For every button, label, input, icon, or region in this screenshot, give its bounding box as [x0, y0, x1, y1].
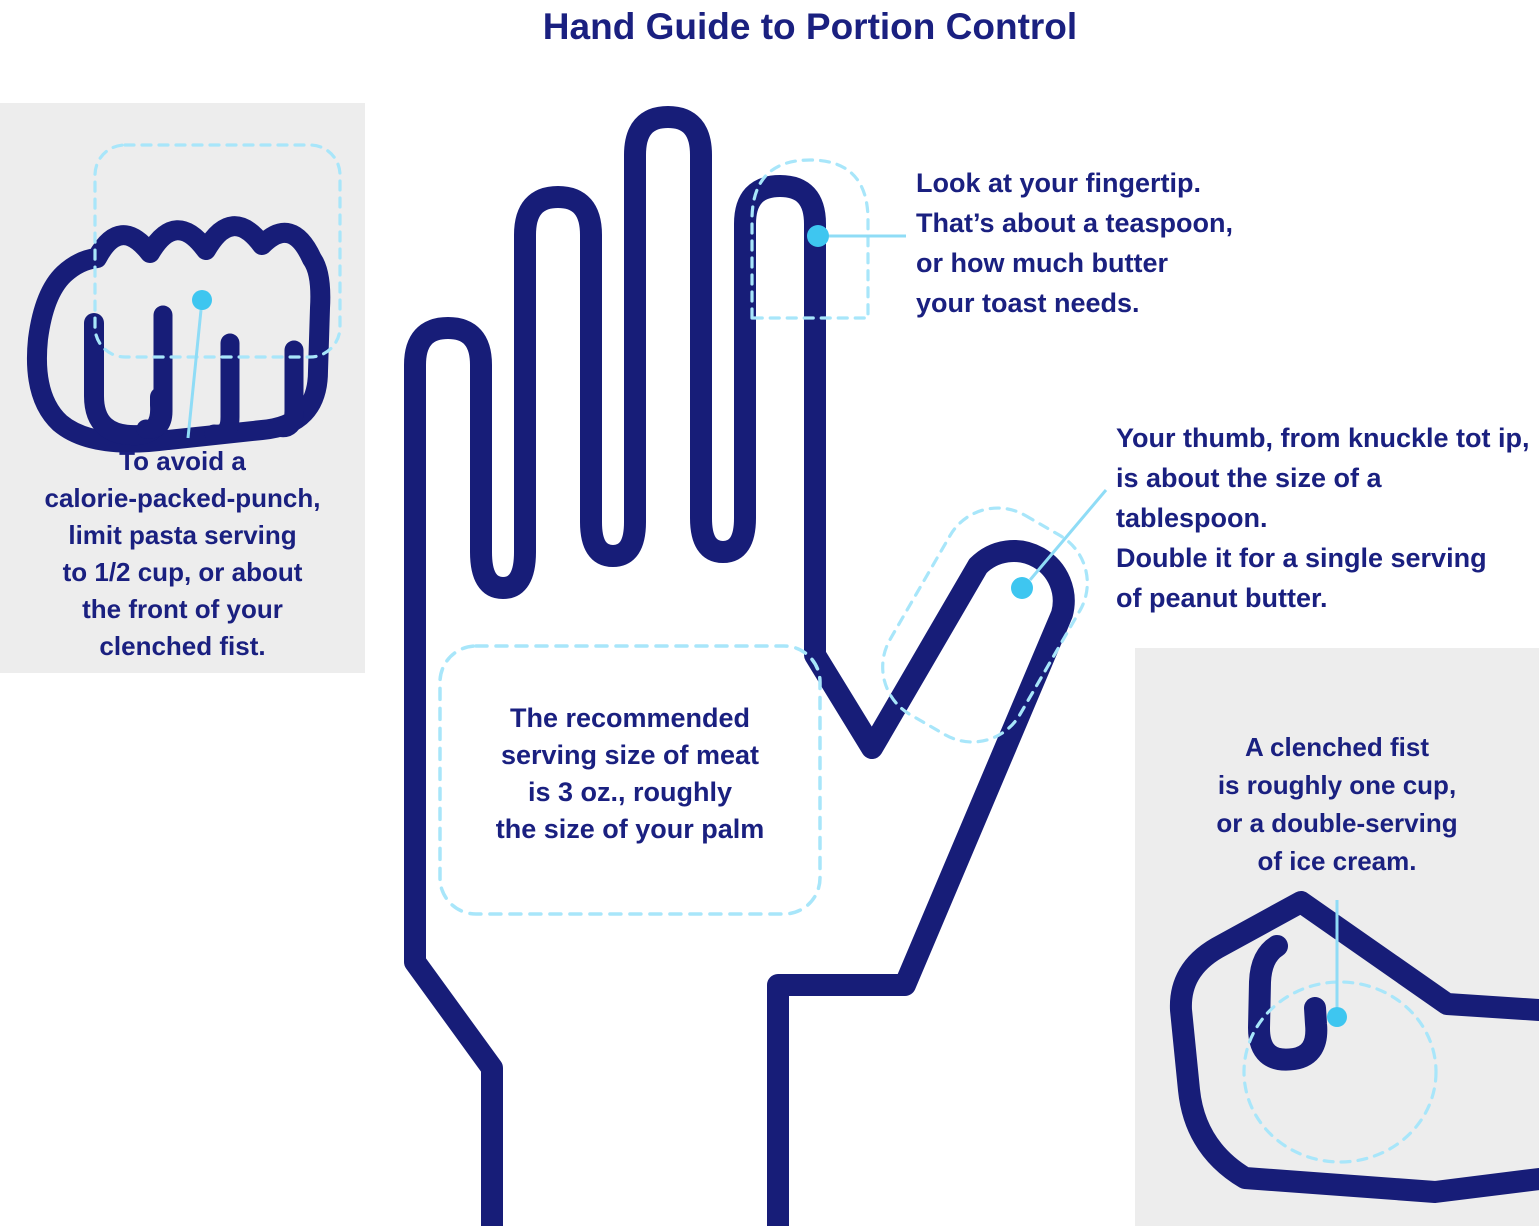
thumb-dot — [1011, 577, 1033, 599]
pasta-dot — [192, 290, 212, 310]
thumb-note: Your thumb, from knuckle tot ip, is abou… — [1116, 423, 1530, 613]
icecream-note: A clenched fist is roughly one cup, or a… — [1216, 732, 1458, 876]
pasta-fist-panel: To avoid a calorie-packed-punch, limit p… — [0, 103, 365, 673]
fist-side-dashed-frame — [1242, 980, 1438, 1164]
fist-front-finger-line-2 — [204, 333, 240, 444]
fist-front-finger-line-3 — [268, 340, 304, 438]
fingertip-note: Look at your fingertip. That’s about a t… — [916, 168, 1234, 318]
palm-note: The recommended serving size of meat is … — [495, 703, 765, 844]
page-title: Hand Guide to Portion Control — [542, 6, 1078, 47]
thumb-dashed-frame — [881, 506, 1089, 744]
thumb-connector-line — [1028, 489, 1108, 581]
fist-side-outline — [1169, 891, 1539, 1203]
icecream-fist-panel: A clenched fist is roughly one cup, or a… — [1135, 648, 1539, 1226]
icecream-dot — [1327, 1007, 1347, 1027]
pasta-connector-line — [186, 309, 203, 439]
fingertip-dot — [807, 225, 829, 247]
fist-front-outline — [26, 216, 331, 453]
pasta-note: To avoid a calorie-packed-punch, limit p… — [44, 446, 321, 661]
fist-front-dashed-frame — [93, 143, 342, 359]
fist-side-icon — [1169, 891, 1539, 1203]
fist-front-finger-line-1 — [136, 305, 173, 439]
fingertip-dashed-frame — [750, 158, 870, 320]
fist-front-thumb — [84, 313, 171, 446]
fist-front-icon — [26, 143, 342, 453]
fist-side-thumb — [1248, 935, 1328, 1071]
